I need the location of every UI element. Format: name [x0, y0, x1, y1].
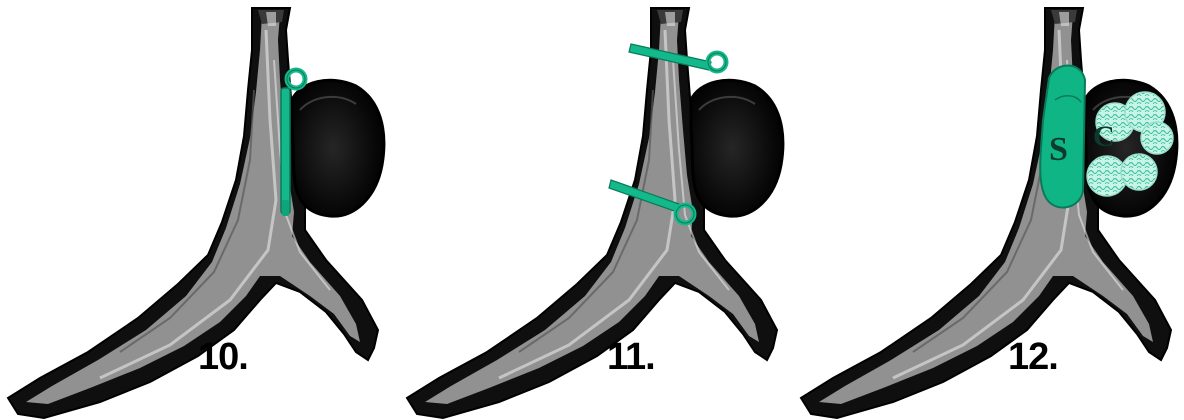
aneurysm-sac: [292, 80, 384, 216]
panel-10: 10.: [0, 0, 395, 420]
panel-label: 10.: [198, 336, 248, 379]
panel-label: 11.: [607, 336, 655, 379]
stent-label: S: [1049, 131, 1068, 168]
coil: [1141, 122, 1173, 154]
panel-12-illustration: S C: [793, 0, 1184, 420]
panel-11-illustration: [399, 0, 794, 420]
panel-label: 12.: [1008, 336, 1058, 379]
coil-label: C: [1093, 120, 1115, 153]
coil: [1121, 154, 1157, 190]
stent: S: [1040, 66, 1085, 208]
panel-11: 11.: [399, 0, 794, 420]
panel-12: S C 12.: [793, 0, 1184, 420]
aneurysm-sac: [691, 80, 783, 216]
